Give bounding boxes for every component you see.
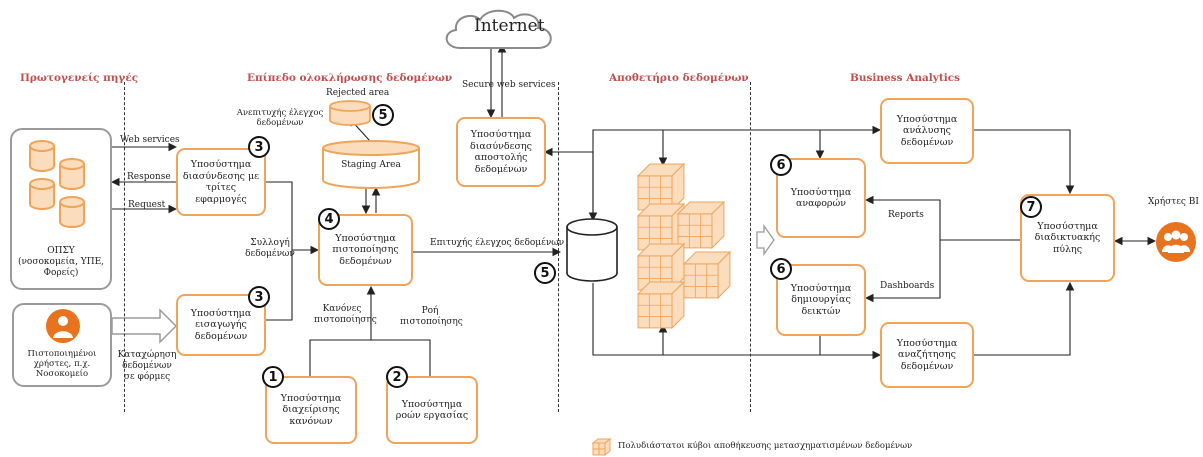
bus-top bbox=[592, 125, 882, 220]
data-cube bbox=[636, 280, 686, 330]
header-data-warehouse: Αποθετήριο δεδομένων bbox=[609, 72, 749, 84]
rejected-area-label: Rejected area bbox=[326, 88, 390, 98]
separator-integration bbox=[558, 82, 559, 412]
workflow-subsystem-box[interactable]: Υποσύστημα ροών εργασίας bbox=[386, 376, 478, 444]
bi-users-label: Χρήστες BI bbox=[1148, 197, 1199, 207]
data-collection-label: Συλλογή δεδομένων bbox=[245, 238, 295, 259]
reports-line bbox=[864, 195, 1020, 241]
data-cube bbox=[636, 202, 686, 252]
staging-area-cylinder bbox=[322, 140, 420, 189]
header-business-analytics: Business Analytics bbox=[850, 72, 961, 84]
step-number-reports: 6 bbox=[770, 154, 792, 176]
certified-users-label: Πιστοποιημένοι χρήστες, π.χ. Νοσοκομείο bbox=[27, 349, 97, 379]
request-label: Request bbox=[128, 200, 166, 210]
database-stack-icon bbox=[29, 140, 85, 228]
data-entry-label: Καταχώρηση δεδομένων σε φόρμες bbox=[117, 350, 177, 382]
analysis-subsystem-box[interactable]: Υποσύστημα ανάλυσης δεδομένων bbox=[880, 98, 974, 164]
step-number-import: 3 bbox=[248, 286, 270, 308]
success-check-label: Επιτυχής έλεγχος δεδομένων bbox=[430, 238, 565, 248]
header-primary-sources: Πρωτογενείς πηγές bbox=[20, 72, 139, 84]
data-cube bbox=[636, 162, 686, 212]
multidimensional-cubes bbox=[636, 162, 732, 330]
search-to-portal bbox=[974, 281, 1075, 356]
collection-line-top bbox=[265, 181, 320, 255]
step-number-validation: 4 bbox=[318, 208, 340, 230]
step-number-indicators: 6 bbox=[770, 258, 792, 280]
secure-to-db-arrow bbox=[545, 151, 598, 222]
rules-line bbox=[309, 339, 431, 376]
separator-warehouse bbox=[750, 82, 751, 412]
step-number-rules: 1 bbox=[262, 366, 284, 388]
response-label: Response bbox=[127, 172, 171, 182]
secure-send-interface-box[interactable]: Υποσύστημα διασύνδεσης αποστολής δεδομέν… bbox=[456, 117, 546, 187]
reports-subsystem-box[interactable]: Υποσύστημα αναφορών bbox=[776, 158, 866, 238]
data-cube bbox=[636, 242, 686, 292]
warehouse-database-icon bbox=[566, 218, 618, 282]
dashboards-label: Dashboards bbox=[880, 281, 935, 291]
legend-cube-icon bbox=[592, 438, 612, 456]
validation-rules-label: Κανόνες πιστοποίησης bbox=[314, 304, 377, 325]
hospital-systems-group: ΟΠΣΥ (νοσοκομεία, ΥΠΕ, Φορείς) bbox=[10, 128, 112, 290]
hospital-systems-label: ΟΠΣΥ (νοσοκομεία, ΥΠΕ, Φορείς) bbox=[17, 246, 105, 278]
step-number-portal: 7 bbox=[1020, 196, 1042, 218]
web-services-label: Web services bbox=[120, 135, 180, 145]
collection-line-bottom bbox=[265, 250, 293, 321]
step-number-workflow: 2 bbox=[386, 366, 408, 388]
staging-area-label: Staging Area bbox=[341, 160, 401, 170]
analysis-to-portal bbox=[974, 129, 1075, 195]
bus-bottom bbox=[592, 283, 882, 360]
rules-management-box[interactable]: Υποσύστημα διαχείρισης κανόνων bbox=[265, 376, 357, 444]
internet-cloud-icon bbox=[445, 9, 552, 49]
header-integration-level: Επίπεδο ολοκλήρωσης δεδομένων bbox=[247, 72, 453, 84]
step-number-third-party: 3 bbox=[248, 136, 270, 158]
data-entry-big-arrow bbox=[111, 308, 178, 344]
dashboards-line bbox=[864, 240, 941, 303]
secure-web-services-label: Secure web services bbox=[462, 80, 556, 90]
workflow-flow-label: Ροή πιστοποίησης bbox=[400, 306, 463, 327]
step-number-warehouse: 5 bbox=[534, 262, 556, 284]
doctor-icon bbox=[46, 309, 80, 343]
data-cube bbox=[676, 200, 726, 250]
step-number-rejected: 5 bbox=[372, 104, 394, 126]
internet-label: Internet bbox=[474, 16, 545, 36]
reports-label: Reports bbox=[888, 210, 924, 220]
rejected-area-cylinder bbox=[329, 100, 371, 126]
failed-check-label: Ανεπιτυχής έλεγχος δεδομένων bbox=[236, 108, 324, 128]
certified-users-group: Πιστοποιημένοι χρήστες, π.χ. Νοσοκομείο bbox=[12, 303, 112, 387]
third-party-interface-box[interactable]: Υποσύστημα διασύνδεσης με τρίτες εφαρμογ… bbox=[176, 148, 266, 216]
indicators-subsystem-box[interactable]: Υποσύστημα δημιουργίας δεικτών bbox=[776, 264, 866, 336]
data-cube bbox=[682, 250, 732, 300]
legend-label: Πολυδιάστατοι κύβοι αποθήκευσης μετασχημ… bbox=[618, 441, 913, 451]
warehouse-to-analytics-arrow bbox=[756, 223, 775, 257]
separator-sources bbox=[124, 82, 125, 412]
bi-users-icon bbox=[1156, 222, 1196, 262]
search-subsystem-box[interactable]: Υποσύστημα αναζήτησης δεδομένων bbox=[880, 322, 974, 388]
